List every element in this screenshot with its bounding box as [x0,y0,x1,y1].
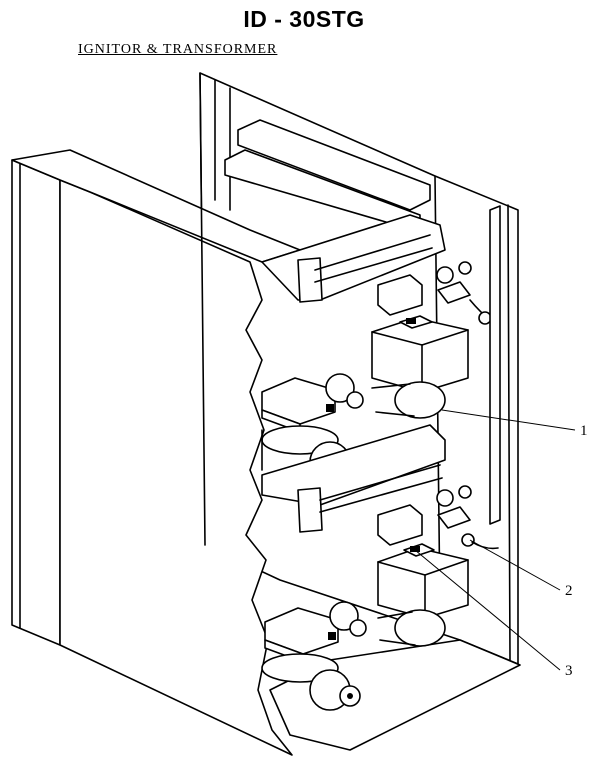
model-title: ID - 30STG [243,6,365,32]
callout-number-3: 3 [565,663,573,679]
callout-number-2: 2 [565,583,573,599]
section-title: IGNITOR & TRANSFORMER [78,42,278,57]
callout-3: 3 [414,549,573,679]
callout-1: 1 [441,409,588,439]
callout-2: 2 [469,539,573,599]
callout-number-1: 1 [580,423,588,439]
upper-burner-assembly [224,119,501,525]
lower-burner-assembly [261,424,499,711]
